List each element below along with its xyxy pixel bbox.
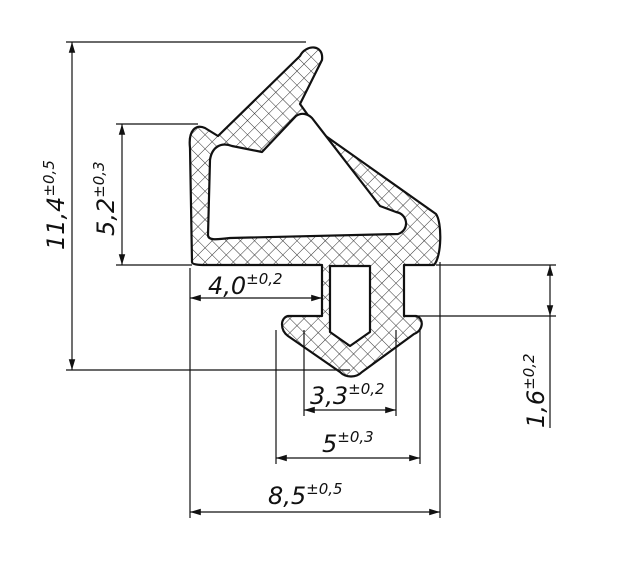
svg-text:1,6±0,2: 1,6±0,2 — [520, 353, 550, 428]
dim-overall-width: 8,5±0,5 — [189, 262, 441, 518]
dim-left-offset-value: 4,0 — [208, 272, 246, 300]
dim-lip-height-value: 5,2 — [92, 198, 120, 236]
dim-stem-height-value: 1,6 — [522, 390, 550, 428]
profile-cavity-upper — [206, 112, 408, 241]
svg-text:8,5±0,5: 8,5±0,5 — [268, 480, 343, 510]
svg-text:5±0,3: 5±0,3 — [322, 428, 374, 458]
profile-cavity-stem — [328, 264, 372, 348]
dim-stem-width-value: 3,3 — [310, 382, 348, 410]
dim-foot-width-tolerance: ±0,3 — [337, 428, 373, 446]
dim-overall-width-tolerance: ±0,5 — [306, 480, 342, 498]
dim-lip-height: 5,2±0,3 — [90, 123, 198, 266]
seal-profile — [188, 46, 442, 378]
svg-text:5,2±0,3: 5,2±0,3 — [90, 161, 120, 236]
dim-stem-width-tolerance: ±0,2 — [348, 380, 384, 398]
dim-overall-height: 11,4±0,5 — [40, 41, 350, 371]
dim-overall-height-tolerance: ±0,5 — [40, 160, 58, 196]
dim-stem-height-tolerance: ±0,2 — [520, 353, 538, 389]
dim-left-offset: 4,0±0,2 — [190, 270, 322, 302]
dim-foot-width: 5±0,3 — [275, 330, 421, 464]
dim-foot-width-value: 5 — [322, 430, 337, 458]
dim-overall-width-value: 8,5 — [268, 482, 306, 510]
dim-lip-height-tolerance: ±0,3 — [90, 161, 108, 197]
dim-left-offset-tolerance: ±0,2 — [246, 270, 282, 288]
dim-overall-height-value: 11,4 — [42, 197, 70, 250]
svg-text:4,0±0,2: 4,0±0,2 — [208, 270, 283, 300]
svg-text:11,4±0,5: 11,4±0,5 — [40, 160, 70, 250]
dim-stem-height: 1,6±0,2 — [404, 264, 556, 428]
dim-stem-width: 3,3±0,2 — [303, 330, 397, 416]
svg-text:3,3±0,2: 3,3±0,2 — [310, 380, 385, 410]
